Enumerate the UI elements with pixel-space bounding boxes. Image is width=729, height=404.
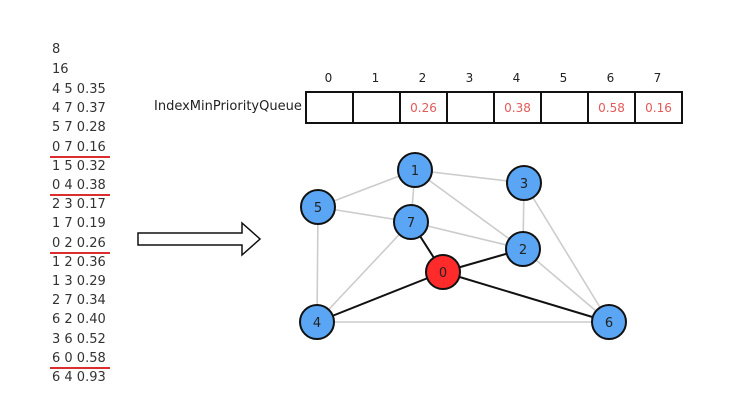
pq-index-label: 6 [606, 71, 615, 85]
node-label: 1 [411, 164, 419, 179]
edge-line: 0 7 0.16 [52, 139, 106, 155]
graph-node: 3 [506, 165, 542, 201]
edge-line: 1 2 0.36 [52, 254, 106, 270]
graph-edge [316, 206, 319, 323]
graph-edge [316, 221, 412, 323]
edge-line: 1 5 0.32 [52, 158, 106, 174]
node-circle [397, 152, 433, 188]
tree-edge [316, 271, 444, 323]
edge-line: 6 0 0.58 [52, 350, 106, 366]
edge-line: 3 6 0.52 [52, 331, 106, 347]
node-label: 3 [520, 177, 528, 192]
pq-index-label: 1 [371, 71, 380, 85]
node-label: 0 [439, 266, 447, 281]
node-label: 2 [519, 243, 527, 258]
pq-index-label: 3 [465, 71, 474, 85]
edge-line: 0 2 0.26 [52, 235, 106, 251]
edge-underline [50, 251, 110, 254]
graph-node: 0 [425, 254, 461, 290]
node-label: 7 [407, 216, 415, 231]
edge-line: 2 3 0.17 [52, 197, 106, 213]
graph-node: 4 [299, 304, 335, 340]
node-circle [591, 304, 627, 340]
pq-index-label: 4 [512, 71, 521, 85]
graph-edge [414, 169, 525, 184]
edge-line: 5 7 0.28 [52, 120, 106, 136]
node-circle [506, 165, 542, 201]
edge-line: 4 7 0.37 [52, 101, 106, 117]
graph-nodes: 0 1 2 3 4 5 6 7 [299, 152, 627, 340]
edge-line: 6 4 0.93 [52, 370, 106, 385]
graph-node: 7 [393, 204, 429, 240]
edge-underline [50, 194, 110, 196]
edge-line: 2 7 0.34 [52, 293, 106, 309]
edge-line: 0 4 0.38 [52, 178, 106, 193]
pq-cell: 0.26 [399, 91, 448, 124]
tree-edge [442, 271, 610, 323]
graph-edge [522, 248, 610, 323]
graph-edge [410, 221, 524, 250]
edge-line: 1 7 0.19 [52, 216, 106, 232]
edge-count: 16 [52, 62, 69, 77]
edge-line: 1 3 0.29 [52, 274, 106, 289]
pq-cell [352, 91, 401, 124]
pq-cell: 0.16 [634, 91, 683, 124]
graph-node: 5 [300, 189, 336, 225]
vertex-count: 8 [52, 42, 61, 57]
edge-underline [50, 366, 110, 369]
node-circle [393, 204, 429, 240]
graph-node: 1 [397, 152, 433, 188]
node-circle [299, 304, 335, 340]
pq-index-label: 7 [653, 71, 662, 85]
node-label: 6 [605, 316, 613, 331]
pq-cell: 0.38 [493, 91, 542, 124]
node-label: 5 [314, 201, 322, 216]
edge-underline [50, 155, 110, 158]
pq-index-label: 0 [324, 71, 333, 85]
graph-edges [316, 169, 610, 323]
edge-line: 4 5 0.35 [52, 82, 106, 97]
pq-cell: 0.58 [587, 91, 636, 124]
graph-edge [414, 169, 524, 250]
node-label: 4 [313, 316, 321, 331]
graph-node: 2 [505, 231, 541, 267]
edge-line: 6 2 0.40 [52, 312, 106, 328]
pq-index-label: 5 [559, 71, 568, 85]
node-circle [505, 231, 541, 267]
graph-edge [523, 182, 610, 323]
node-circle [300, 189, 336, 225]
current-node-circle [425, 254, 461, 290]
pq-label: IndexMinPriorityQueue [154, 99, 302, 114]
pq-index-label: 2 [418, 71, 427, 85]
graph-node: 6 [591, 304, 627, 340]
